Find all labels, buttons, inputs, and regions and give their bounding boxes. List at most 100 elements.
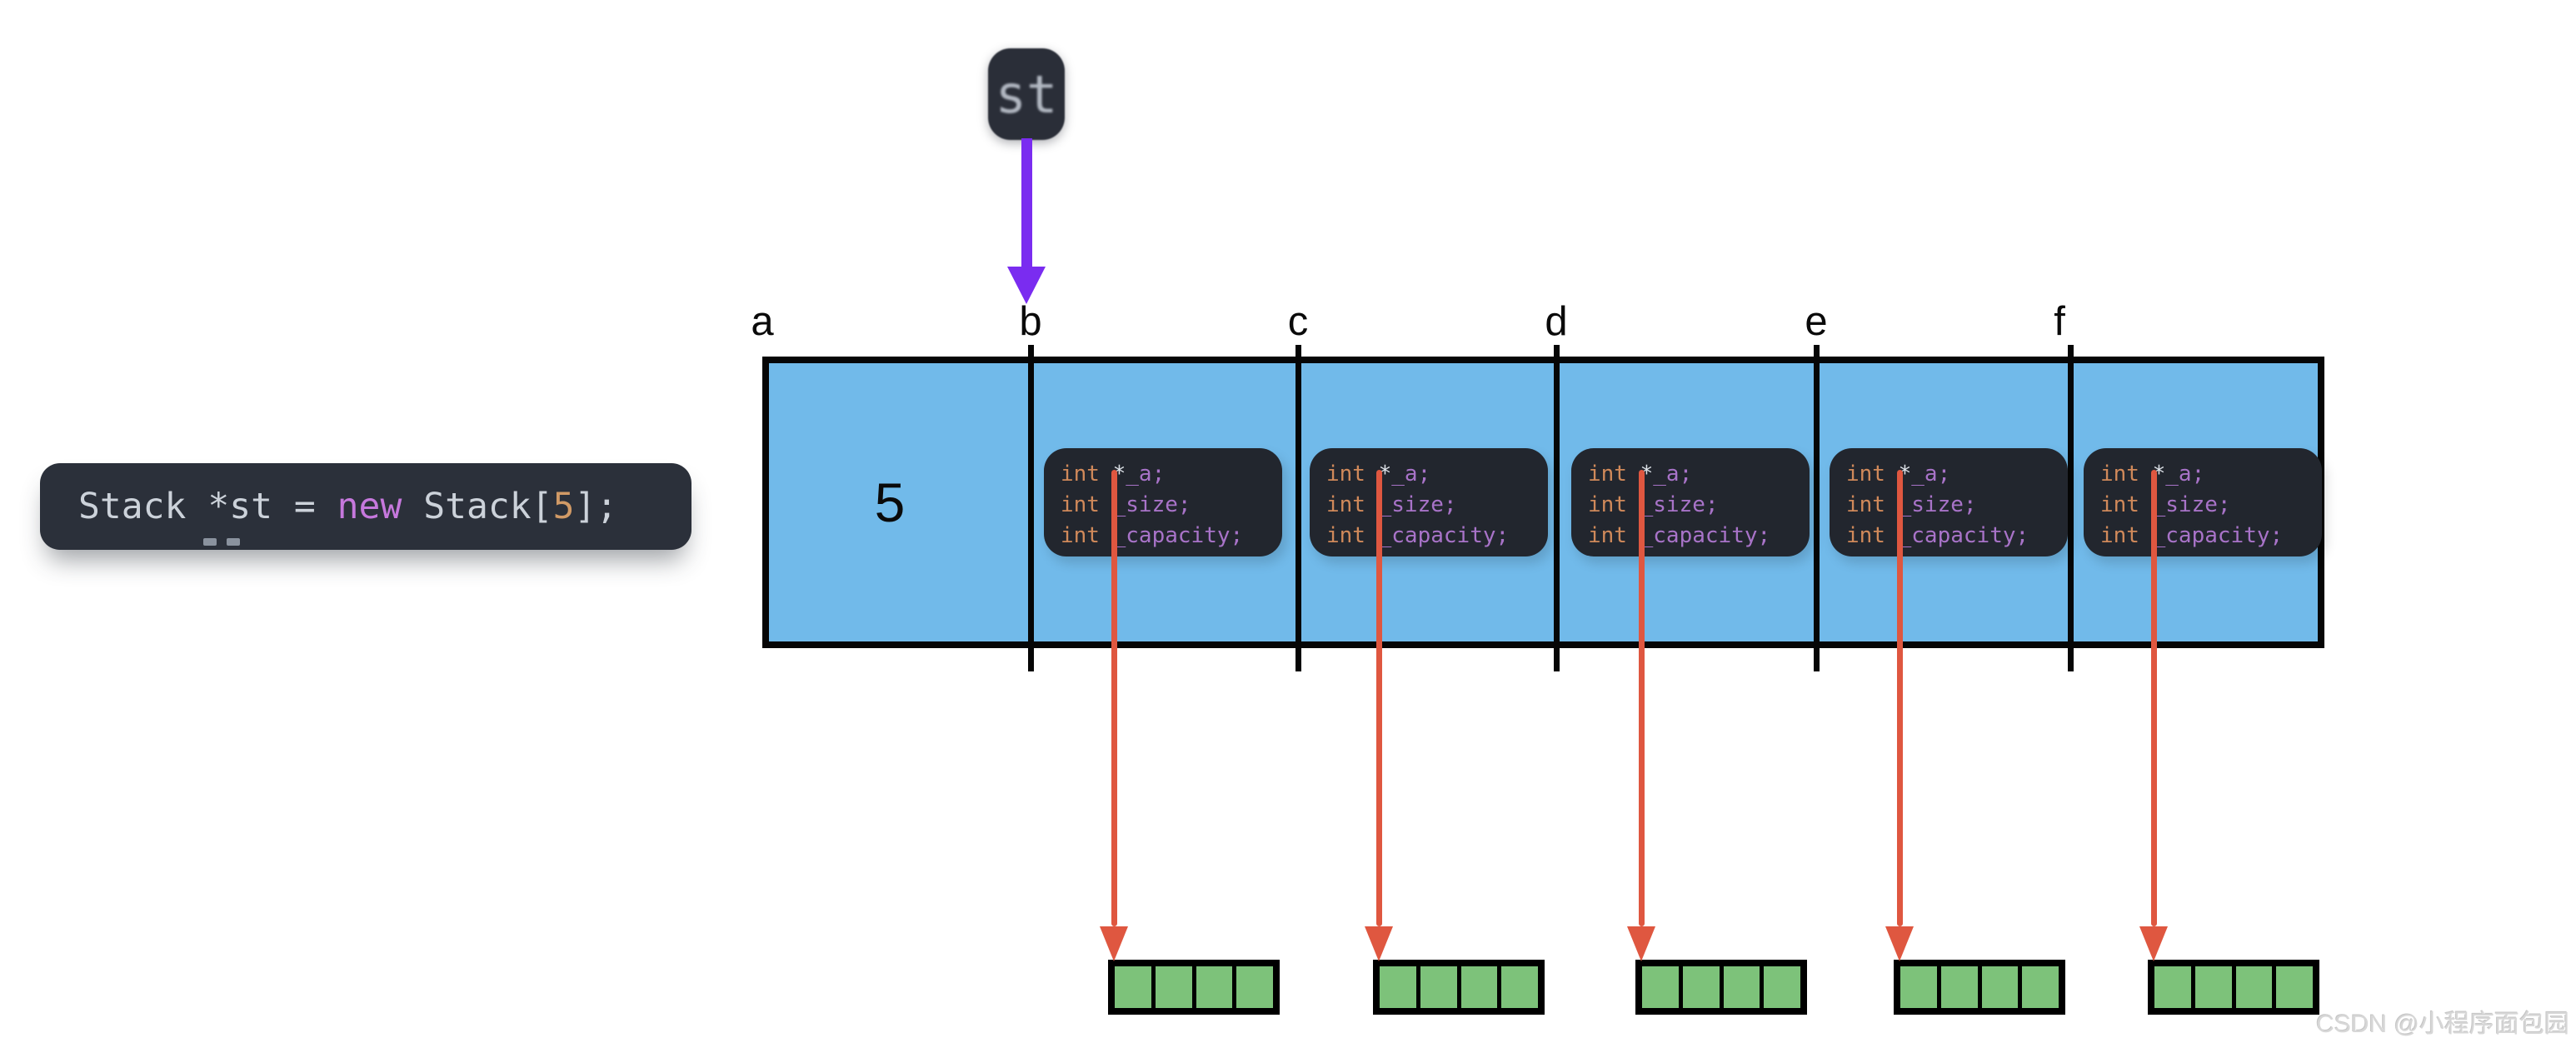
code-token: int — [2100, 462, 2153, 487]
struct-code-line: int *_a; — [1846, 459, 2068, 490]
struct-code-line: int _size; — [1061, 490, 1282, 521]
stack-struct-box-1: int *_a;int _size;int _capacity; — [1044, 448, 1282, 556]
array-cell — [1764, 966, 1800, 1008]
code-token: int — [1588, 492, 1640, 517]
heap-int-array-1 — [1108, 960, 1280, 1015]
struct-code-line: int _capacity; — [1326, 521, 1548, 551]
code-token: Stack *st = — [78, 486, 337, 527]
array-cell — [1380, 966, 1416, 1008]
stack-struct-box-5: int *_a;int _size;int _capacity; — [2084, 448, 2322, 556]
a-pointer-arrow-head-2 — [1365, 926, 1393, 961]
array-cell — [1115, 966, 1151, 1008]
code-token: int — [1061, 492, 1113, 517]
stack-struct-box-2: int *_a;int _size;int _capacity; — [1310, 448, 1548, 556]
code-token: int — [1588, 523, 1640, 548]
code-snippet-box: Stack *st = new Stack[5]; — [40, 463, 691, 550]
struct-code-line: int *_a; — [1061, 459, 1282, 490]
code-token: int — [1326, 462, 1379, 487]
cell-label-a: a — [751, 299, 774, 344]
code-token: int — [1061, 523, 1113, 548]
code-token: Stack[ — [402, 486, 553, 527]
heap-int-array-3 — [1635, 960, 1807, 1015]
a-pointer-arrow-head-3 — [1627, 926, 1655, 961]
struct-code-line: int _capacity; — [1061, 521, 1282, 551]
array-cell — [1723, 966, 1760, 1008]
code-token: _capacity; — [2152, 523, 2284, 548]
array-cell — [1236, 966, 1273, 1008]
pointer-st-box: st — [988, 48, 1065, 140]
code-token: int — [2100, 523, 2153, 548]
code-token: _capacity; — [1112, 523, 1244, 548]
code-token: int — [1326, 523, 1379, 548]
array-cell — [1900, 966, 1937, 1008]
code-token: int — [1846, 492, 1899, 517]
clipped-code-line — [203, 538, 217, 546]
struct-code-line: int _size; — [1588, 490, 1810, 521]
cell-divider-e — [1814, 345, 1820, 671]
code-token: _a; — [1653, 462, 1693, 487]
code-token: ]; — [574, 486, 618, 527]
code-token: _a; — [1391, 462, 1431, 487]
array-cell — [1940, 966, 1978, 1008]
code-token: _size; — [1898, 492, 1977, 517]
array-cell — [1981, 966, 2019, 1008]
stack-struct-box-3: int *_a;int _size;int _capacity; — [1571, 448, 1810, 556]
cell-divider-f — [2068, 345, 2074, 671]
cell-label-f: f — [2054, 299, 2065, 344]
a-pointer-arrow-line-1 — [1111, 470, 1117, 926]
struct-code-line: int *_a; — [1326, 459, 1548, 490]
array-cell — [2022, 966, 2059, 1008]
cell-label-e: e — [1805, 299, 1828, 344]
code-token: 5 — [552, 486, 575, 527]
code-token: new — [337, 486, 402, 527]
array-cell — [1642, 966, 1679, 1008]
code-token: _size; — [1640, 492, 1719, 517]
a-pointer-arrow-line-5 — [2151, 470, 2157, 926]
struct-code-line: int *_a; — [2100, 459, 2322, 490]
array-cell — [1460, 966, 1498, 1008]
a-pointer-arrow-head-5 — [2139, 926, 2168, 961]
stack-struct-box-4: int *_a;int _size;int _capacity; — [1830, 448, 2068, 556]
a-pointer-arrow-line-4 — [1897, 470, 1903, 926]
code-token: int — [1846, 462, 1899, 487]
heap-int-array-4 — [1894, 960, 2065, 1015]
csdn-watermark: CSDN @小程序面包园 — [2316, 1011, 2569, 1038]
struct-code-line: int _size; — [1326, 490, 1548, 521]
array-cell — [1682, 966, 1720, 1008]
cell-divider-c — [1295, 345, 1301, 671]
a-pointer-arrow-head-1 — [1100, 926, 1128, 961]
heap-int-array-2 — [1373, 960, 1545, 1015]
code-token: _size; — [2152, 492, 2231, 517]
a-pointer-arrow-line-3 — [1639, 470, 1645, 926]
struct-code-line: int _capacity; — [2100, 521, 2322, 551]
array-cell — [2194, 966, 2232, 1008]
st-pointer-arrow-head — [1007, 267, 1046, 304]
element-count-value: 5 — [874, 472, 906, 533]
code-token: _a; — [1911, 462, 1951, 487]
code-token: _a; — [1126, 462, 1166, 487]
array-cell — [1420, 966, 1457, 1008]
code-token: int — [1061, 462, 1113, 487]
struct-code-line: int *_a; — [1588, 459, 1810, 490]
cell-label-d: d — [1545, 299, 1568, 344]
array-cell — [1501, 966, 1538, 1008]
pointer-st-label: st — [995, 63, 1058, 125]
code-token: _a; — [2165, 462, 2205, 487]
st-pointer-arrow-line — [1021, 138, 1032, 270]
code-token: _capacity; — [1898, 523, 2029, 548]
code-token: int — [1326, 492, 1379, 517]
struct-code-line: int _capacity; — [1588, 521, 1810, 551]
cell-divider-d — [1554, 345, 1560, 671]
code-token: _size; — [1378, 492, 1457, 517]
code-token: _capacity; — [1378, 523, 1510, 548]
struct-code-line: int _size; — [2100, 490, 2322, 521]
cell-label-c: c — [1287, 299, 1309, 344]
heap-int-array-5 — [2148, 960, 2319, 1015]
array-cell — [1196, 966, 1233, 1008]
a-pointer-arrow-head-4 — [1885, 926, 1914, 961]
array-cell — [2235, 966, 2273, 1008]
struct-code-line: int _capacity; — [1846, 521, 2068, 551]
code-token: int — [1846, 523, 1899, 548]
cell-divider-b — [1028, 345, 1034, 671]
